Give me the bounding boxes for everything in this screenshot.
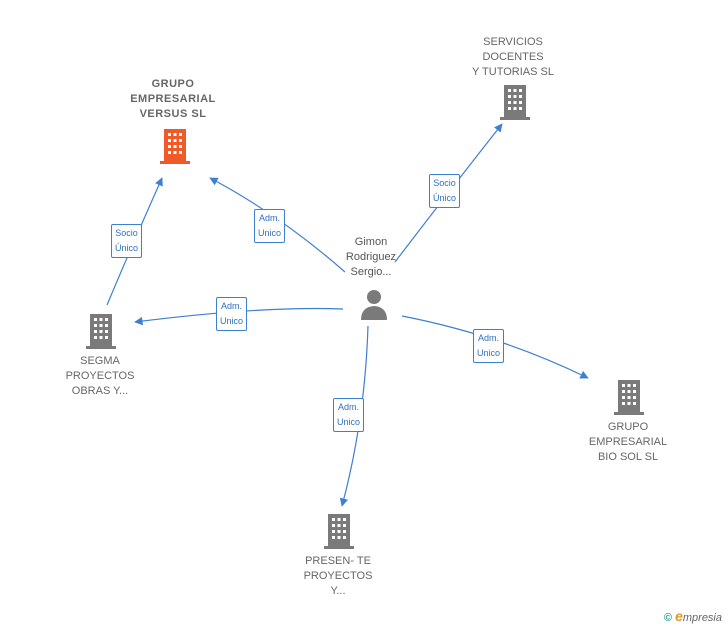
building-icon[interactable] <box>322 514 356 550</box>
node-label-person[interactable]: Gimon Rodriguez Sergio... <box>345 236 397 278</box>
edge-label-segma-versus: Socio Único <box>111 224 143 258</box>
brand-initial: e <box>675 608 683 624</box>
edge-label-person-servicios: Socio Único <box>429 174 461 208</box>
person-icon[interactable] <box>358 288 390 322</box>
building-icon[interactable] <box>612 380 646 416</box>
copyright-icon: © <box>663 612 673 624</box>
building-icon[interactable] <box>158 129 192 165</box>
edge-label-person-biosol: Adm. Unico <box>473 329 505 363</box>
brand-name: mpresia <box>682 612 722 624</box>
edges <box>106 123 589 507</box>
building-icon[interactable] <box>498 85 532 121</box>
edge-person-segma <box>134 307 344 326</box>
node-label-biosol[interactable]: GRUPO EMPRESARIAL BIO SOL SL <box>588 421 668 463</box>
node-label-presente[interactable]: PRESEN- TE PROYECTOS Y... <box>303 555 373 597</box>
node-label-servicios[interactable]: SERVICIOS DOCENTES Y TUTORIAS SL <box>472 36 554 78</box>
edge-label-person-segma: Adm. Unico <box>216 297 248 331</box>
node-label-segma[interactable]: SEGMA PROYECTOS OBRAS Y... <box>65 355 135 397</box>
edge-label-person-presente: Adm. Unico <box>333 398 365 432</box>
brand-footer[interactable]: © empresia <box>664 608 722 624</box>
node-label-versus[interactable]: GRUPO EMPRESARIAL VERSUS SL <box>130 78 216 120</box>
edge-label-person-versus: Adm. Unico <box>254 209 286 243</box>
building-icon[interactable] <box>84 314 118 350</box>
